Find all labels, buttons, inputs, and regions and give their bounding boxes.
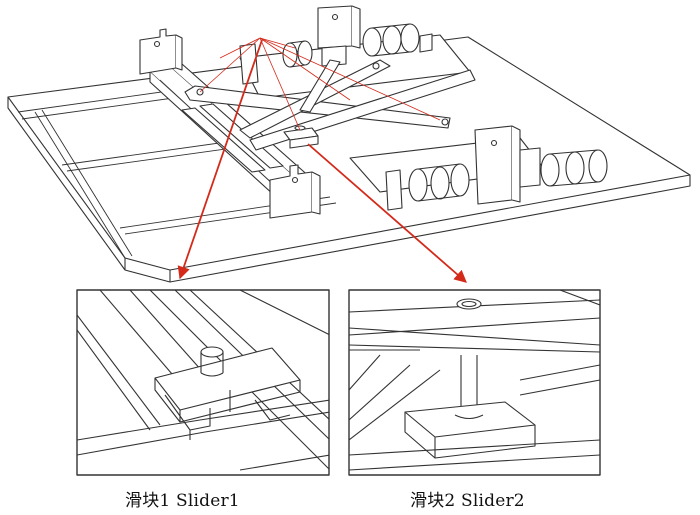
left-rail-slots [181, 103, 284, 173]
top-roller-assembly [239, 5, 471, 99]
slider1-block [283, 125, 319, 149]
cable-lines [199, 37, 441, 131]
caption-slider2: 滑块2 Slider2 [410, 491, 525, 511]
bottom-roller-assembly [349, 125, 608, 211]
left-end-blocks [139, 28, 321, 219]
detail-slider2 [348, 289, 601, 476]
callout-arrows [177, 39, 467, 283]
arrow-to-slider1 [177, 39, 263, 280]
detail-slider1 [76, 289, 330, 476]
arrow-to-slider2 [307, 143, 467, 283]
assembly-view [7, 5, 691, 283]
caption-slider1: 滑块1 Slider1 [125, 491, 240, 511]
